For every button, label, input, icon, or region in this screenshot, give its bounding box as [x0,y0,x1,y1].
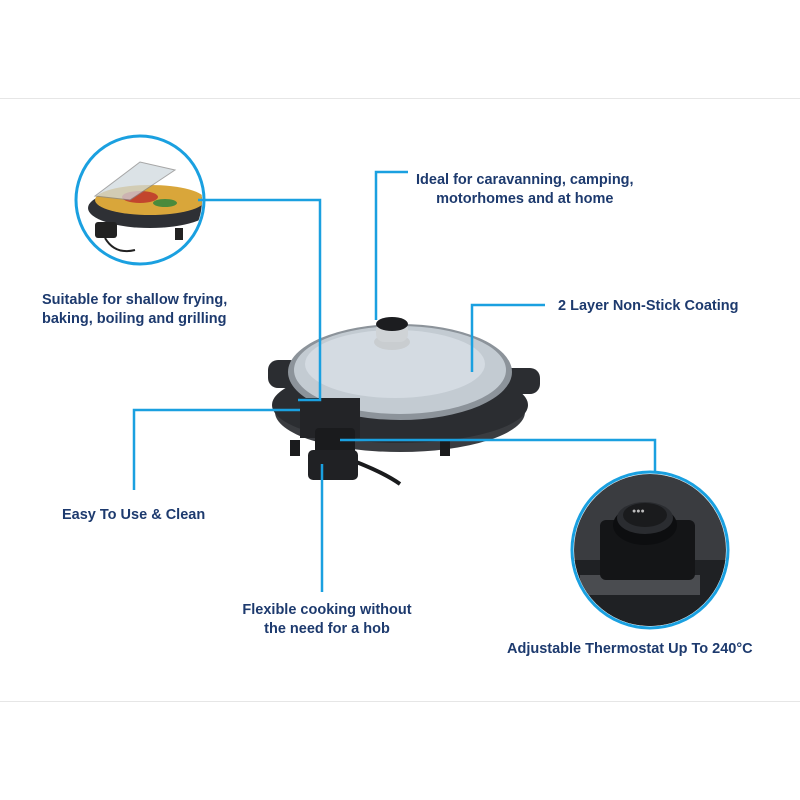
main-product [268,317,540,486]
feature-caravanning-line-2: motorhomes and at home [436,191,614,207]
feature-frying-line-2: baking, boiling and grilling [42,311,227,327]
feature-thermostat-line-1: Adjustable Thermostat Up To 240°C [507,641,753,657]
feature-flexible-line-1: Flexible cooking without [242,602,412,618]
feature-non-stick-line-1: 2 Layer Non-Stick Coating [558,298,739,314]
content-frame [0,98,800,702]
feature-caravanning-line-1: Ideal for caravanning, camping, [416,172,634,188]
feature-thermostat: Adjustable Thermostat Up To 240°C [507,640,753,659]
feature-flexible: Flexible cooking without the need for a … [232,601,422,639]
feature-caravanning: Ideal for caravanning, camping, motorhom… [416,171,634,209]
feature-non-stick: 2 Layer Non-Stick Coating [558,297,738,316]
detail-circle-food [74,134,206,266]
feature-frying-line-1: Suitable for shallow frying, [42,292,228,308]
feature-flexible-line-2: the need for a hob [264,621,390,637]
feature-easy-clean: Easy To Use & Clean [62,506,205,525]
svg-text:●●●: ●●● [632,508,645,515]
detail-circle-thermostat: ●●● [570,470,730,630]
feature-easy-clean-line-1: Easy To Use & Clean [62,507,206,523]
feature-frying: Suitable for shallow frying, baking, boi… [42,291,227,329]
